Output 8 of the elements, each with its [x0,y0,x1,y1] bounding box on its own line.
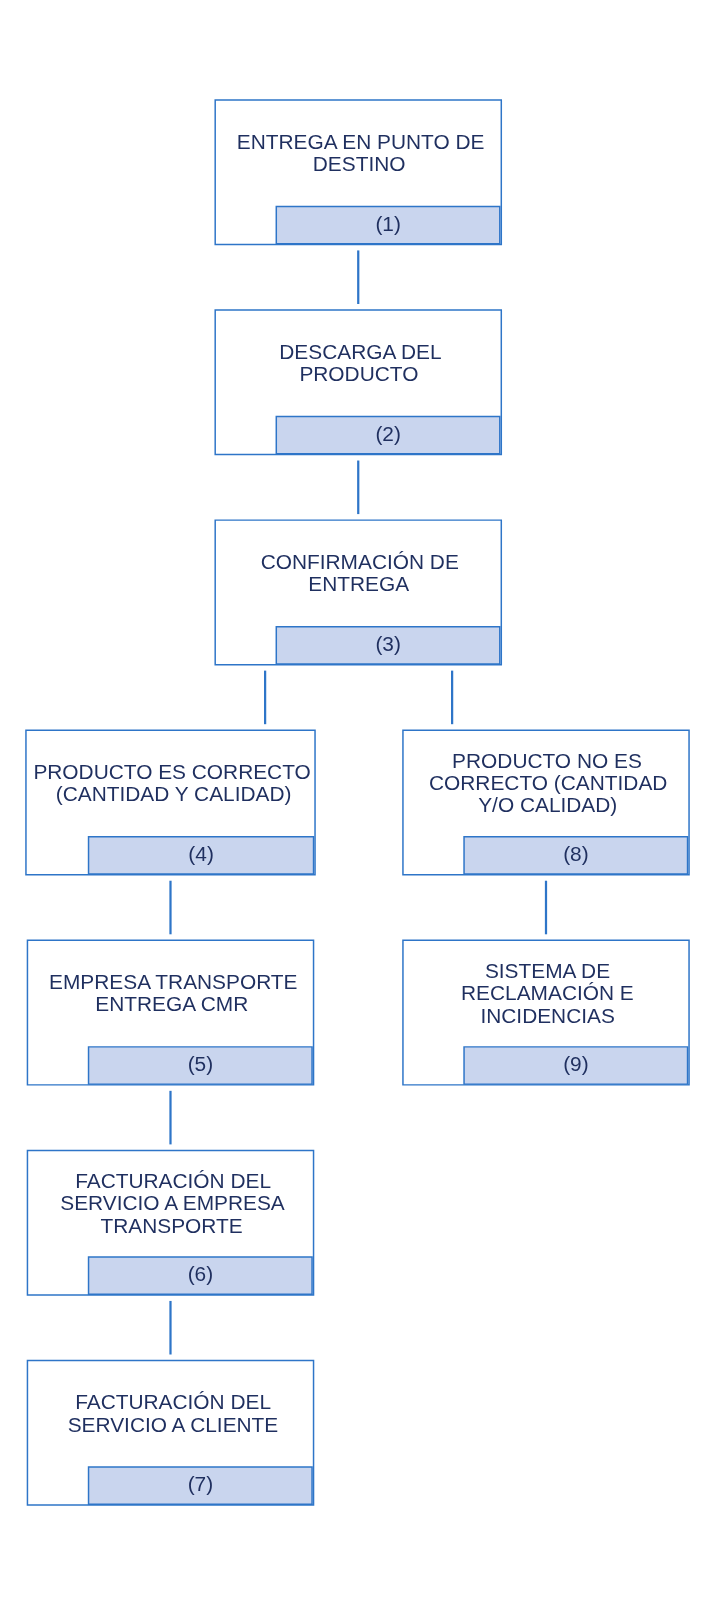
connector [169,1300,172,1354]
connector [264,670,267,724]
connector [544,880,548,934]
connector [169,880,172,934]
connector [357,249,360,304]
connector [451,670,454,724]
connector [169,1090,172,1144]
connector [357,460,360,514]
